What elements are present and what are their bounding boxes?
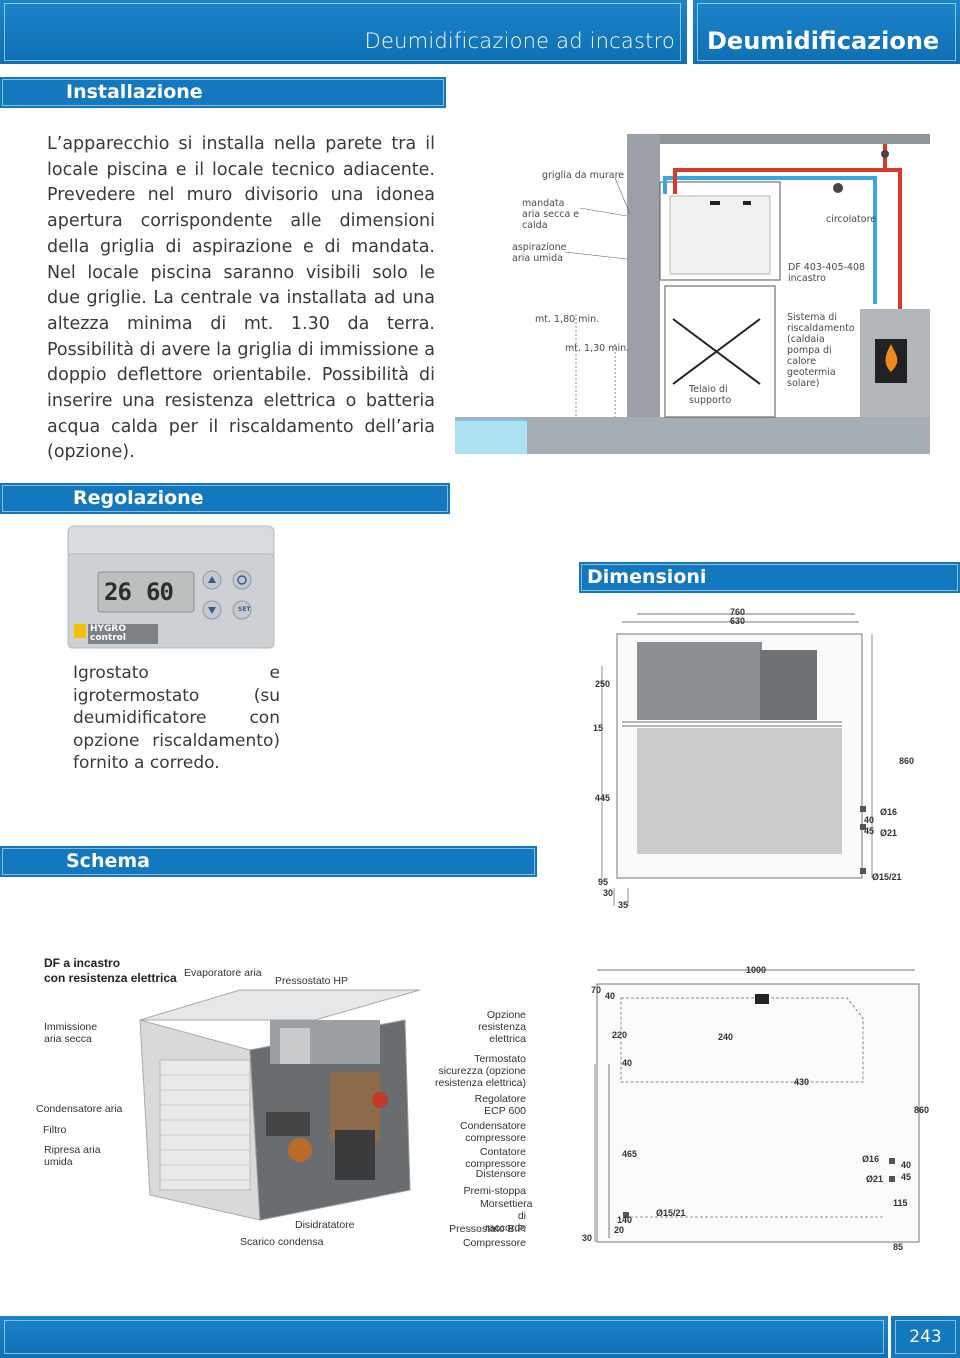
top-view-drawing [594, 969, 920, 1243]
dim-top-40: 40 [605, 991, 616, 1001]
footer-band [0, 1316, 888, 1358]
label-ripresa: Ripresa aria umida [44, 1144, 101, 1168]
dim-top-140: 140 [617, 1215, 633, 1225]
dim-top-d16: Ø16 [862, 1154, 880, 1164]
dim-top-85: 85 [893, 1242, 904, 1252]
label-contatore: Contatore compressore [465, 1146, 526, 1170]
section-bar-regolazione: Regolazione [0, 483, 450, 514]
dim-front-d21: Ø21 [880, 828, 898, 838]
label-telaio: Telaio di supporto [689, 384, 732, 406]
section-bar-installazione: Installazione [0, 77, 446, 108]
front-view-drawing [601, 613, 873, 906]
dim-front-760: 760 [730, 607, 746, 617]
label-pressostato-hp: Pressostato HP [275, 975, 348, 987]
label-pressostato-bp: Pressostato B.P. [449, 1223, 526, 1235]
dim-top-70: 70 [591, 985, 602, 995]
dim-top-860: 860 [914, 1105, 930, 1115]
label-distensore: Distensore [475, 1168, 526, 1180]
bar-frame [2, 485, 448, 512]
dim-top-d21: Ø21 [866, 1174, 884, 1184]
header-title-frame [697, 3, 956, 61]
regolazione-text: Igrostato e igrotermostato (su deumidifi… [73, 663, 280, 773]
ceiling [660, 134, 930, 144]
floor [455, 417, 930, 454]
device-brand: HYGRO control [88, 624, 158, 644]
dim-top-220: 220 [612, 1030, 628, 1040]
header-title: Deumidificazione [707, 27, 940, 55]
page-number-frame [895, 1320, 956, 1354]
page-number-box: 243 [891, 1316, 960, 1358]
section-heading-installazione: Installazione [66, 81, 203, 103]
flame-icon [885, 344, 898, 372]
dim-top-40b: 40 [622, 1058, 633, 1068]
dim-top-30: 30 [582, 1233, 593, 1243]
lcd-humidity: 60 [146, 578, 174, 606]
dim-front-630: 630 [730, 616, 746, 626]
set-label: SET [238, 606, 251, 613]
installation-diagram [455, 134, 930, 454]
label-h130: mt. 1,30 min. [565, 343, 630, 354]
schema-title: DF a incastro con resistenza elettrica [44, 956, 177, 985]
section-bar-dimensioni: Dimensioni [579, 562, 960, 593]
label-evaporatore: Evaporatore aria [184, 967, 262, 979]
circulator [833, 183, 843, 193]
header-frame [4, 3, 681, 61]
label-filtro: Filtro [43, 1124, 67, 1136]
dim-top-430: 430 [794, 1077, 810, 1087]
header-subtitle: Deumidificazione ad incastro [364, 29, 675, 53]
pipe-blue [663, 176, 877, 304]
label-opzione-resistenza: Opzione resistenza elettrica [478, 1009, 526, 1045]
lcd-display [97, 571, 195, 613]
installazione-text: L’apparecchio si installa nella parete t… [47, 134, 435, 463]
dividing-wall [627, 134, 660, 417]
dim-top-115: 115 [893, 1198, 908, 1208]
label-df: DF 403-405-408 incastro [788, 262, 866, 284]
dim-top-40c: 40 [901, 1160, 912, 1170]
label-scarico: Scarico condensa [240, 1236, 324, 1248]
footer-frame [4, 1320, 884, 1354]
dim-front-40: 40 [864, 815, 875, 825]
section-heading-regolazione: Regolazione [73, 487, 204, 509]
dim-top-45: 45 [901, 1172, 912, 1182]
label-condensatore-compressore: Condensatore compressore [460, 1120, 526, 1144]
dim-front-30: 30 [603, 888, 614, 898]
label-regolatore: Regolatore ECP 600 [474, 1093, 526, 1117]
dim-top-240: 240 [718, 1032, 734, 1042]
header-title-box: Deumidificazione [693, 0, 960, 64]
page-number: 243 [909, 1327, 942, 1347]
label-mandata: mandata aria secca e calda [522, 198, 580, 231]
dim-top-20: 20 [614, 1225, 625, 1235]
label-h180: mt. 1,80 min. [535, 314, 600, 325]
label-compressore: Compressore [462, 1237, 526, 1249]
dim-front-45: 45 [864, 826, 875, 836]
dim-top-465: 465 [622, 1149, 638, 1159]
dim-front-95: 95 [598, 877, 609, 887]
header-band: Deumidificazione ad incastro [0, 0, 690, 64]
lcd-temperature: 26 [104, 578, 132, 606]
label-termostato: Termostato sicurezza (opzione resistenza… [434, 1053, 526, 1089]
dim-front-35: 35 [618, 900, 629, 910]
label-condensatore-aria: Condensatore aria [36, 1103, 123, 1115]
section-bar-schema: Schema [0, 846, 537, 877]
label-immissione: Immissione aria secca [44, 1021, 98, 1045]
label-griglia: griglia da murare [542, 170, 625, 181]
label-circolatore: circolatore [826, 214, 877, 225]
dim-front-250: 250 [595, 679, 611, 689]
pool-water [455, 419, 527, 454]
label-premistoppa: Premi-stoppa [463, 1185, 526, 1197]
dim-front-15: 15 [593, 723, 604, 733]
label-sistema: Sistema di riscaldamento (caldaia pompa … [787, 312, 855, 389]
section-heading-schema: Schema [66, 850, 150, 872]
dim-front-445: 445 [595, 793, 611, 803]
label-aspirazione: aspirazione aria umida [512, 242, 567, 264]
label-morsettiera: Morsettiera di raccordo [480, 1198, 533, 1234]
dim-front-d1521: Ø15/21 [872, 872, 902, 882]
dim-top-1000: 1000 [746, 965, 767, 975]
machine-illustration [139, 989, 421, 1221]
section-heading-dimensioni: Dimensioni [587, 566, 707, 588]
dim-front-d16: Ø16 [880, 807, 898, 817]
label-disidratatore: Disidratatore [295, 1219, 355, 1231]
dim-front-860: 860 [899, 756, 915, 766]
dim-top-d1521: Ø15/21 [656, 1208, 686, 1218]
